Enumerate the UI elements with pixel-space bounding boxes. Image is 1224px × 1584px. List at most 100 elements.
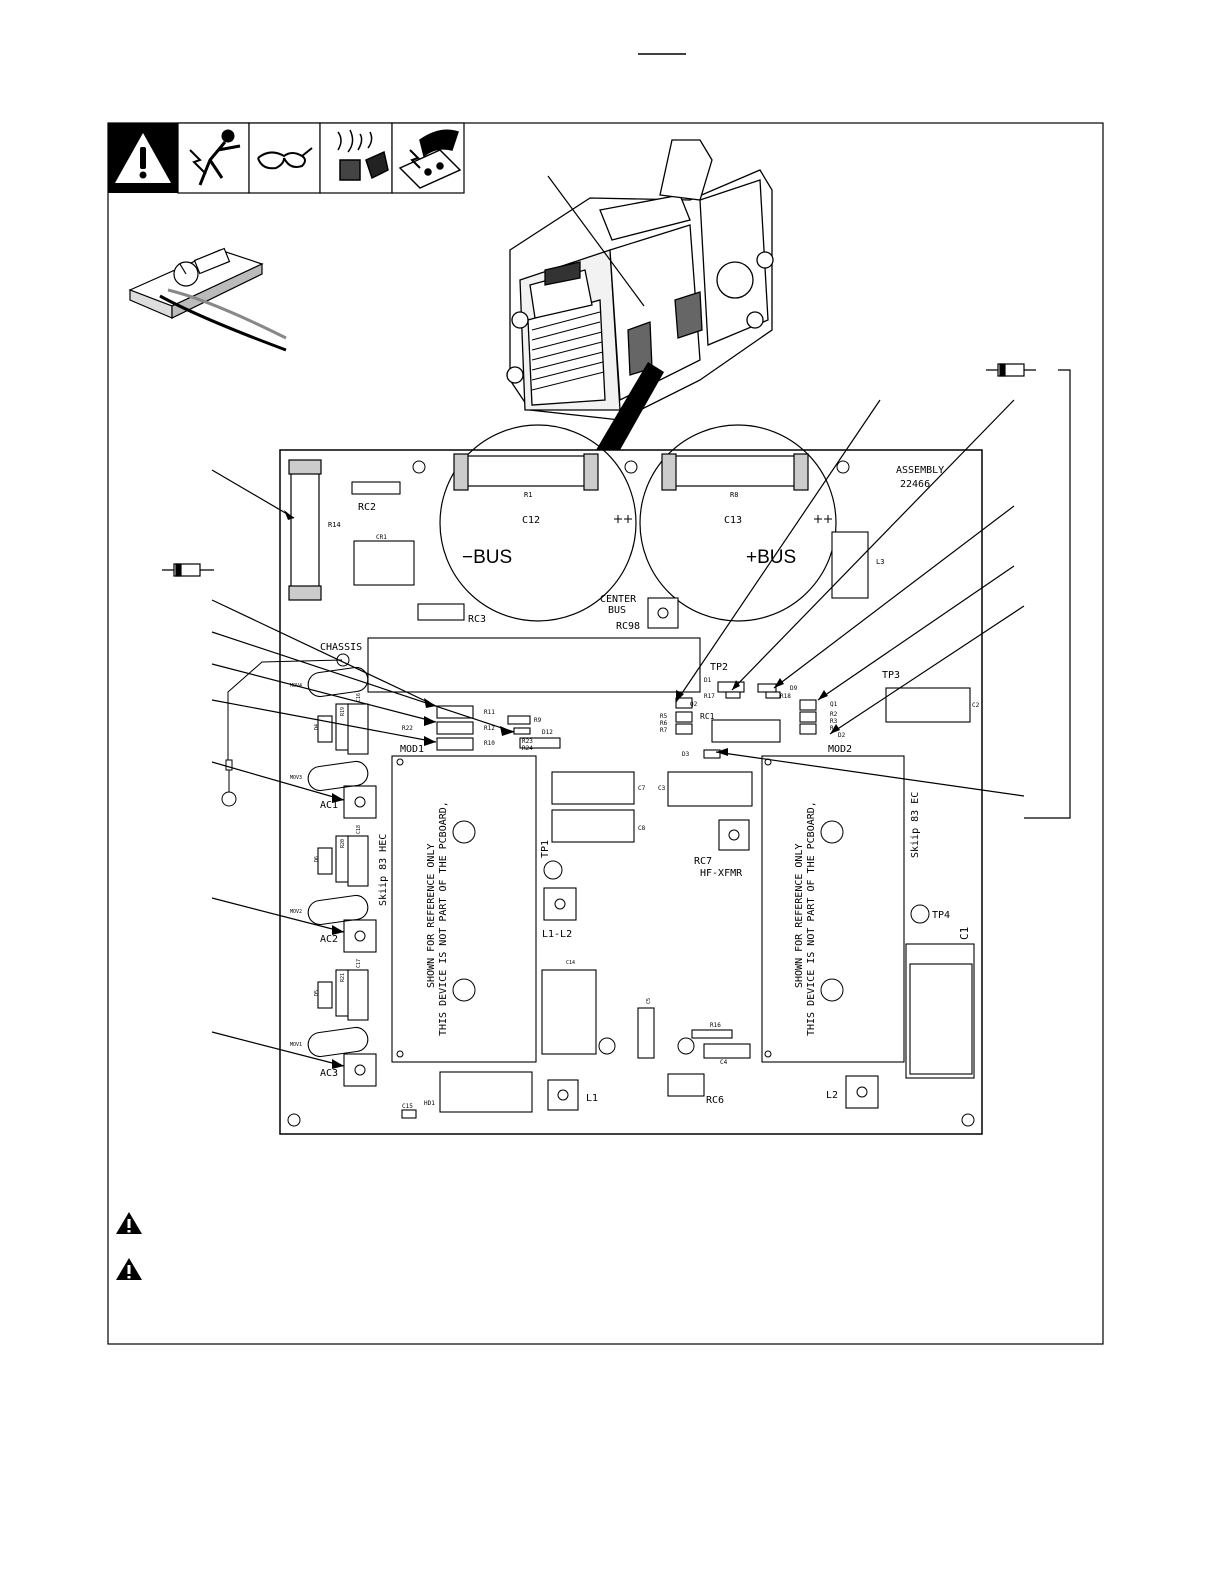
ref-note-left-2: THIS DEVICE IS NOT PART OF THE PCBOARD, [438,801,449,1036]
label-mov1: MOV1 [290,1042,302,1048]
label-mod2: MOD2 [828,744,852,755]
label-l2: L2 [826,1090,838,1101]
label-d9: D9 [790,685,798,692]
resistor-r8 [661,453,809,491]
label-r11: R11 [484,709,495,716]
assembly-number: 22466 [900,479,930,490]
label-r10: R10 [484,740,495,747]
welder-unit-illustration [506,139,774,421]
mov-varistors [307,666,369,1058]
diode-symbol-left [162,563,214,577]
ground-lug [225,759,233,771]
label-c7: C7 [638,785,646,792]
pcb-board [279,449,983,1135]
label-d1: D1 [704,677,712,684]
label-rc2: RC2 [358,502,376,513]
label-r8: R8 [730,491,738,499]
center-bus-label-1: CENTER [600,594,637,605]
label-c1: C1 [958,927,971,940]
mounting-holes [287,460,975,1127]
page-frame [107,122,1104,1345]
label-l3: L3 [876,558,884,566]
label-r19: R19 [340,707,346,716]
label-tp3: TP3 [882,670,900,681]
label-ac2: AC2 [320,934,338,945]
label-c16: C16 [356,693,362,702]
arrowheads [284,510,840,1069]
label-l1-l2: L1-L2 [542,929,572,940]
ref-note-right-1: SHOWN FOR REFERENCE ONLY [794,844,805,989]
label-rc6: RC6 [706,1095,724,1106]
label-r22: R22 [402,725,413,732]
label-d12: D12 [542,729,553,736]
label-d3: D3 [682,751,690,758]
warning-triangle-icon [116,1258,142,1280]
label-c2: C2 [972,702,980,709]
resistor-r1 [453,453,599,491]
capacitor-c13 [639,424,837,622]
skip-right-label: Skiip 83 EC [910,792,921,858]
safety-glasses-icon [257,147,313,170]
label-r17: R17 [704,693,715,700]
label-c5: C5 [646,998,652,1004]
label-tp4: TP4 [932,910,950,921]
warning-triangle-icon [116,1212,142,1234]
capacitor-c12 [439,424,637,622]
ground-ring-icon [221,791,237,807]
callout-lines [211,369,1071,1067]
label-r18: R18 [780,693,791,700]
label-mov4: MOV4 [290,683,302,689]
label-c17: C17 [356,959,362,968]
label-rc7: RC7 [694,856,712,867]
label-r6: R6 [660,720,668,727]
label-r24: R24 [522,745,533,752]
label-c14: C14 [566,960,575,966]
center-bus-label-2: BUS [608,605,626,616]
electric-shock-icon [189,129,241,186]
label-r14: R14 [328,521,341,529]
label-r7: R7 [660,727,668,734]
label-r2: R2 [830,711,838,718]
chassis-wire [227,659,343,760]
label-hd1: HD1 [424,1100,435,1107]
label-q2: Q2 [690,701,698,708]
label-c8: C8 [638,825,646,832]
label-r23: R23 [522,738,533,745]
label-q1: Q1 [830,701,838,708]
label-mov2: MOV2 [290,909,302,915]
label-r1: R1 [524,491,532,499]
terminal-holes [354,607,930,1101]
label-r4: R4 [830,725,838,732]
ref-note-left-1: SHOWN FOR REFERENCE ONLY [426,844,437,989]
label-mov3: MOV3 [290,775,302,781]
diode-symbol-right [986,363,1036,377]
label-l1: L1 [586,1093,598,1104]
label-hf-xfmr: HF-XFMR [700,868,743,879]
positive-bus-label: +BUS [746,547,796,568]
label-r5: R5 [660,713,668,720]
pointer-wedge [596,362,664,450]
label-cr1: CR1 [376,534,387,541]
label-tp2: TP2 [710,662,728,673]
resistor-r14 [288,459,322,601]
label-rc3: RC3 [468,614,486,625]
label-c4: C4 [720,1059,728,1066]
label-ac1: AC1 [320,800,338,811]
skip-left-label: Skiip 83 HEC [378,834,389,906]
label-rc1: RC1 [700,712,715,721]
assembly-label: ASSEMBLY [896,465,944,476]
label-tp1: TP1 [540,840,551,858]
label-mod1: MOD1 [400,744,424,755]
label-ac3: AC3 [320,1068,338,1079]
label-d6: D6 [314,856,320,862]
static-electricity-icon [398,129,462,189]
callout-line [547,175,645,307]
warning-triangle-icon [115,133,171,183]
ref-note-right-2: THIS DEVICE IS NOT PART OF THE PCBOARD, [806,801,817,1036]
label-c12: C12 [522,515,540,526]
label-r16: R16 [710,1022,721,1029]
label-c18: C18 [356,825,362,834]
label-c15: C15 [402,1103,413,1110]
hot-parts-icon [337,129,389,181]
